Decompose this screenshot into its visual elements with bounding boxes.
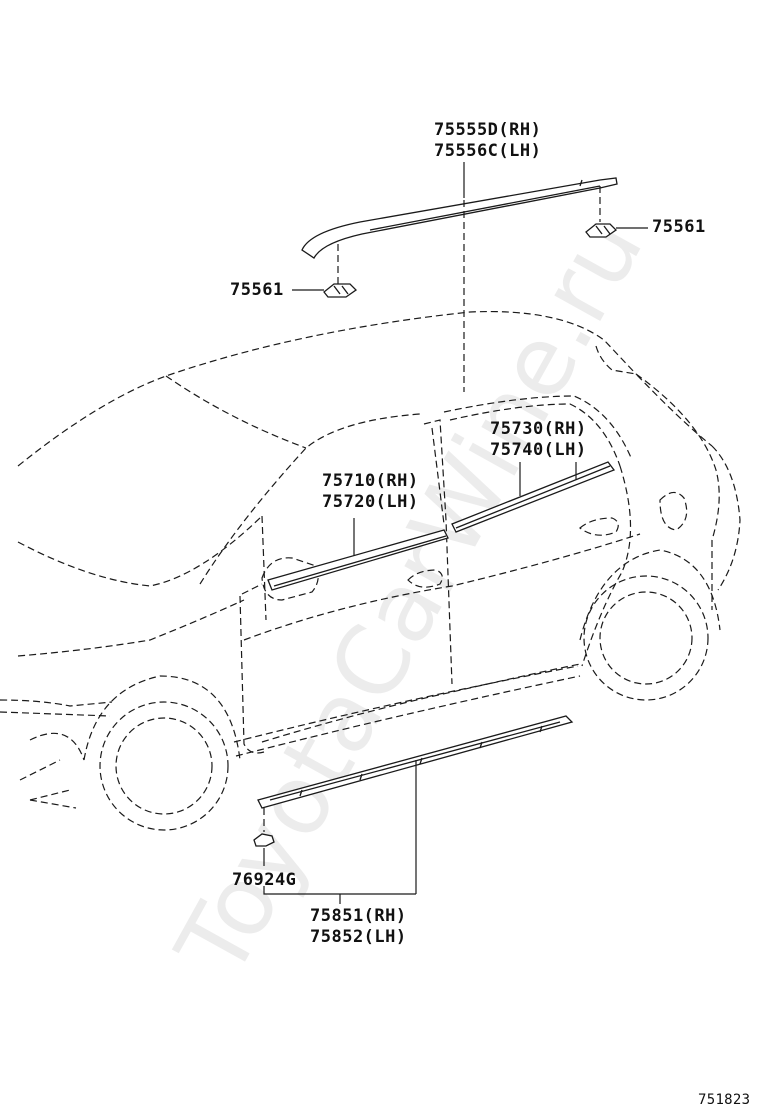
label-clip-left: 75561 xyxy=(230,280,284,300)
label-rear-door-rh: 75730(RH) xyxy=(490,419,587,439)
front-door-belt-molding[interactable] xyxy=(267,529,449,591)
label-clip-right: 75561 xyxy=(652,217,706,237)
label-rocker-clip: 76924G xyxy=(232,870,297,890)
diagram-id: 751823 xyxy=(698,1092,751,1108)
label-rocker-lh: 75852(LH) xyxy=(310,927,407,947)
label-rocker-rh: 75851(RH) xyxy=(310,906,407,926)
side-mirror xyxy=(241,557,319,601)
roof-clip-left[interactable] xyxy=(292,244,358,298)
rocker-clip[interactable] xyxy=(253,808,275,866)
door-handles xyxy=(407,517,619,588)
label-roof-rh: 75555D(RH) xyxy=(434,120,542,140)
rear-door-belt-molding[interactable] xyxy=(451,461,616,533)
label-front-door-lh: 75720(LH) xyxy=(322,492,419,512)
label-rear-door-lh: 75740(LH) xyxy=(490,440,587,460)
label-front-door-rh: 75710(RH) xyxy=(322,471,419,491)
car-body-outline xyxy=(0,310,741,831)
rocker-molding[interactable] xyxy=(257,715,574,809)
roof-molding[interactable] xyxy=(301,177,618,259)
rocker-bracket-leader xyxy=(263,886,416,895)
roof-clip-right[interactable] xyxy=(585,186,648,238)
label-roof-lh: 75556C(LH) xyxy=(434,141,542,161)
